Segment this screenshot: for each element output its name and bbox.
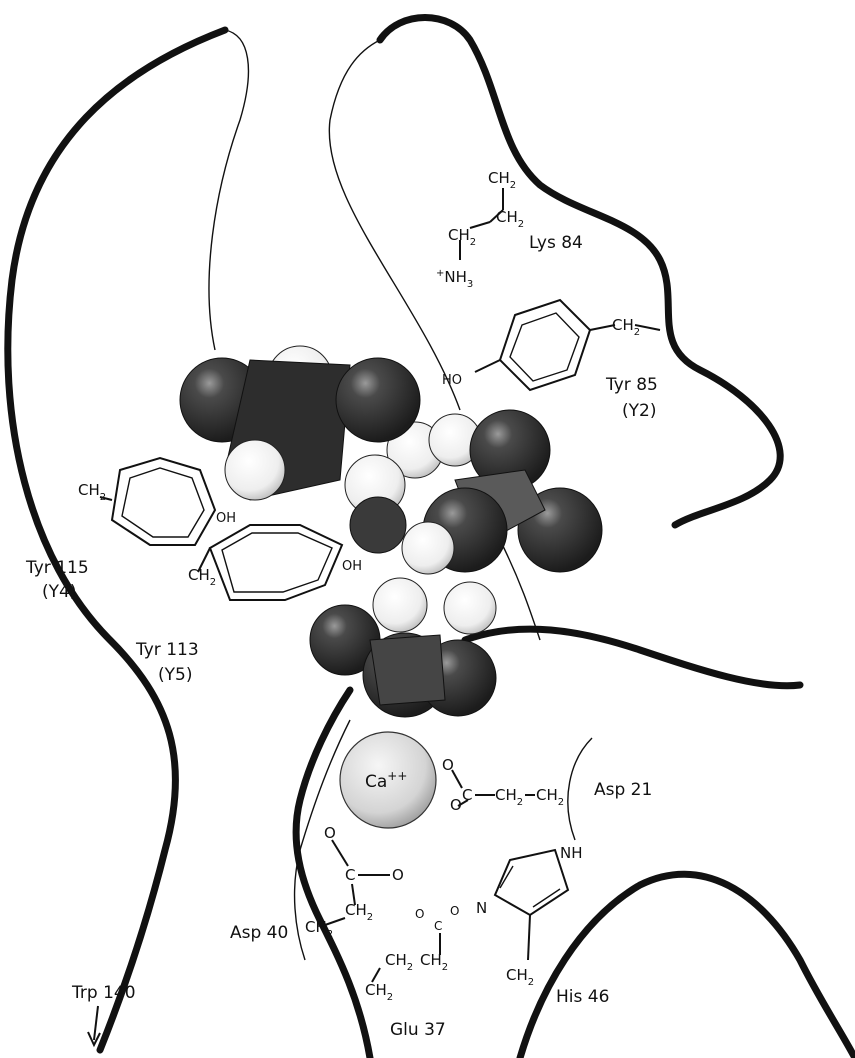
tyr85-ch2: CH2 <box>612 316 640 338</box>
asp21-side-chain: O O C CH2 CH2 Asp 21 <box>442 756 652 814</box>
tyr115-label: Tyr 115 <box>25 558 89 578</box>
asp40-c: C <box>345 866 355 884</box>
glu37-label: Glu 37 <box>390 1020 446 1040</box>
chain-left-loop <box>209 30 248 350</box>
asp21-label: Asp 21 <box>594 780 652 800</box>
tyr115-code: (Y4) <box>42 582 76 602</box>
tyr113-ch2: CH2 <box>188 566 216 588</box>
lys84-label: Lys 84 <box>529 233 583 253</box>
glu37-o-left: O <box>415 907 424 921</box>
asp21-ch2-b: CH2 <box>536 786 564 808</box>
his46-n: N <box>476 899 487 917</box>
asp21-bracket <box>568 738 592 840</box>
his46-nh: NH <box>560 844 583 862</box>
tyr115-ch2: CH2 <box>78 481 106 503</box>
lys84-side-chain: CH2 CH2 CH2 +NH3 Lys 84 <box>436 169 583 290</box>
tyr85-code: (Y2) <box>622 401 656 421</box>
glu37-c: C <box>434 919 442 933</box>
tyr113-oh: OH <box>342 559 362 574</box>
glu37-ch2-b: CH2 <box>420 951 448 973</box>
asp40-o-left: O <box>324 824 336 842</box>
asp40-side-chain: O O C CH2 CH2 Asp 40 <box>230 824 404 943</box>
asp40-o-right: O <box>392 866 404 884</box>
asp40-ch2-b: CH2 <box>305 918 333 940</box>
asp40-label: Asp 40 <box>230 923 288 943</box>
tyr113-label: Tyr 113 <box>135 640 199 660</box>
glu37-side-chain: O O C CH2 CH2 CH2 Glu 37 <box>365 904 459 1040</box>
his46-ch2: CH2 <box>506 966 534 988</box>
his46-label: His 46 <box>556 987 609 1007</box>
backbone-right-lower <box>465 629 800 686</box>
tyr115-oh: OH <box>216 511 236 526</box>
backbone-bottom-right <box>520 874 855 1058</box>
glu37-o-right: O <box>450 904 459 918</box>
lys84-ch2-mid: CH2 <box>496 208 524 230</box>
trp140-label: Trp 140 <box>71 983 136 1003</box>
lys84-nh3: +NH3 <box>436 268 473 290</box>
chain-top-loop <box>329 40 460 410</box>
lys84-ch2-top: CH2 <box>488 169 516 191</box>
lys84-ch2-low: CH2 <box>448 226 476 248</box>
trp140-arrow-shaft <box>94 1006 98 1040</box>
calcium-ion: Ca++ <box>340 732 436 828</box>
tyr85-label: Tyr 85 <box>605 375 658 395</box>
asp40-ch2-a: CH2 <box>345 901 373 923</box>
glu37-ch2-a: CH2 <box>385 951 413 973</box>
tyr113-code: (Y5) <box>158 665 192 685</box>
asp21-ch2-a: CH2 <box>495 786 523 808</box>
tyr85-side-chain: CH2 HO Tyr 85 (Y2) <box>442 300 660 421</box>
glu37-ch2-c: CH2 <box>365 981 393 1003</box>
tyr85-ho: HO <box>442 373 462 388</box>
